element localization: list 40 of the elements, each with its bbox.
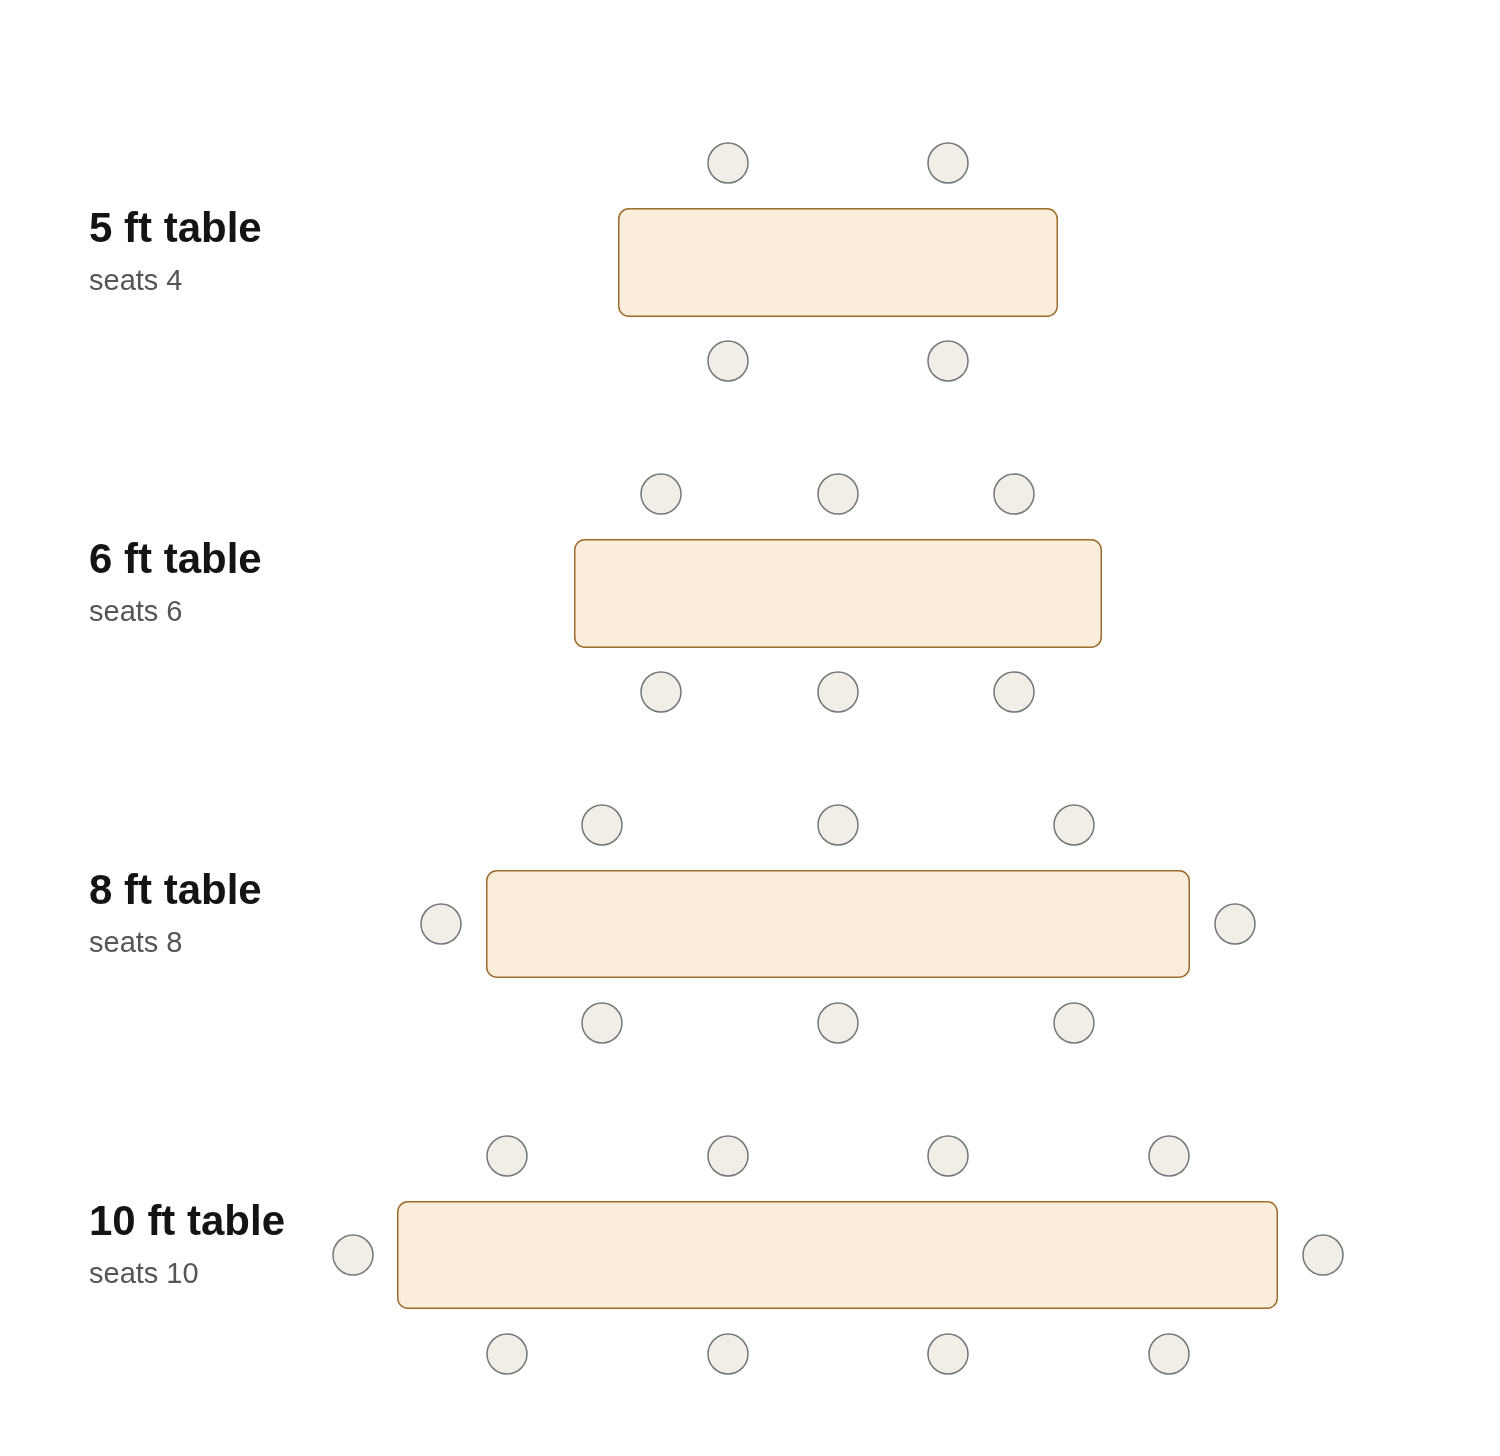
chair xyxy=(817,671,859,713)
chair xyxy=(1148,1135,1190,1177)
chair xyxy=(817,1002,859,1044)
table xyxy=(574,539,1102,648)
chair xyxy=(420,903,462,945)
chair xyxy=(707,1135,749,1177)
chair xyxy=(707,340,749,382)
table xyxy=(397,1201,1278,1309)
chair xyxy=(581,1002,623,1044)
chair xyxy=(707,1333,749,1375)
seat-count-label: seats 10 xyxy=(89,1259,199,1288)
chair xyxy=(640,473,682,515)
chair xyxy=(486,1333,528,1375)
chair xyxy=(993,473,1035,515)
chair xyxy=(1302,1234,1344,1276)
table-size-label: 8 ft table xyxy=(89,869,262,911)
table xyxy=(618,208,1058,317)
table-size-label: 10 ft table xyxy=(89,1200,286,1242)
chair xyxy=(927,340,969,382)
chair xyxy=(927,1135,969,1177)
chair xyxy=(332,1234,374,1276)
chair xyxy=(486,1135,528,1177)
chair xyxy=(1214,903,1256,945)
table xyxy=(486,870,1190,978)
chair xyxy=(927,142,969,184)
seat-count-label: seats 6 xyxy=(89,597,183,626)
chair xyxy=(817,804,859,846)
chair xyxy=(640,671,682,713)
chair xyxy=(707,142,749,184)
chair xyxy=(1148,1333,1190,1375)
chair xyxy=(1053,804,1095,846)
seat-count-label: seats 8 xyxy=(89,928,183,957)
table-size-label: 6 ft table xyxy=(89,538,262,580)
chair xyxy=(581,804,623,846)
seat-count-label: seats 4 xyxy=(89,266,183,295)
chair xyxy=(817,473,859,515)
chair xyxy=(993,671,1035,713)
chair xyxy=(927,1333,969,1375)
table-size-label: 5 ft table xyxy=(89,207,262,249)
chair xyxy=(1053,1002,1095,1044)
